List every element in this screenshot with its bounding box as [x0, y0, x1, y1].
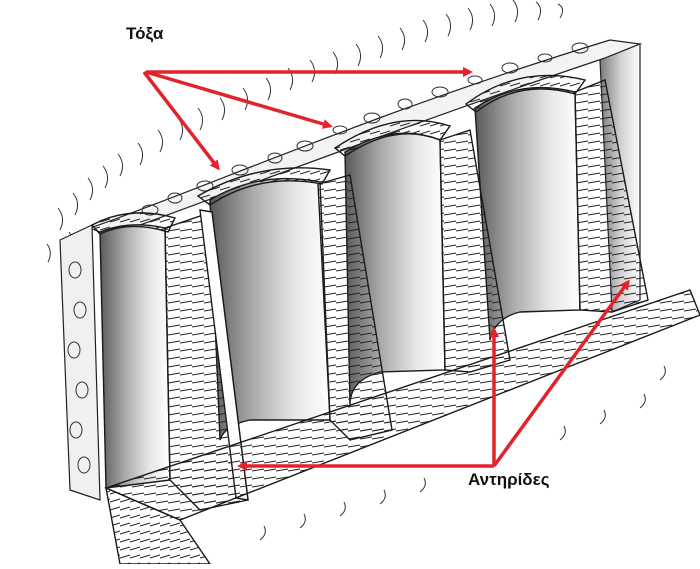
rubble-left-stones [67, 261, 91, 474]
niches [99, 86, 581, 489]
arch-2 [196, 167, 332, 206]
arches [90, 74, 587, 235]
niche-1 [99, 224, 171, 489]
label-arches: Τόξα [126, 24, 164, 43]
arrow-buttress-3 [492, 279, 630, 468]
label-buttresses: Αντηρίδες [468, 470, 550, 489]
ground-strokes [259, 365, 666, 541]
buttress-1-front [199, 209, 249, 501]
arrows-buttresses [237, 279, 630, 471]
arrow-arch-1 [142, 70, 220, 171]
arch-4 [464, 74, 587, 113]
arch-1 [90, 212, 177, 235]
buttresses [164, 79, 649, 511]
arch-3 [333, 119, 452, 157]
buttress-4 [574, 79, 649, 313]
arrows-arches [142, 67, 473, 171]
arrow-arch-2 [145, 70, 333, 129]
